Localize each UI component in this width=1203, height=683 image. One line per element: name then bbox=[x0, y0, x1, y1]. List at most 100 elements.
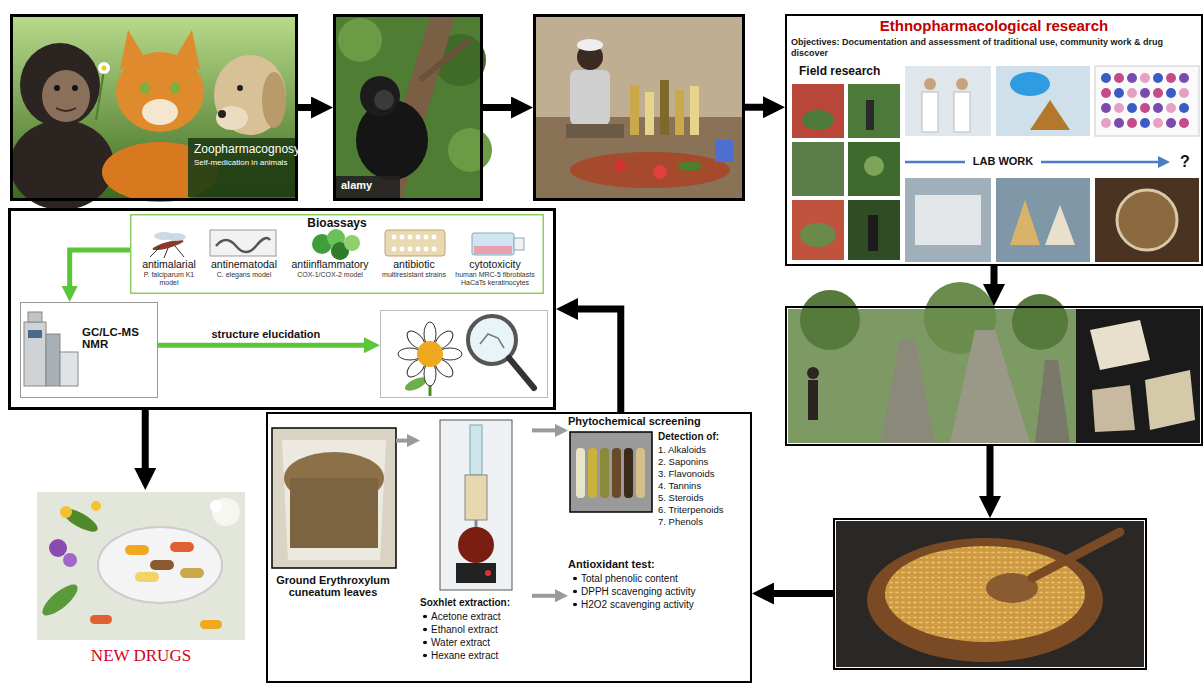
bioassay-icons bbox=[432, 247, 437, 252]
flow-arrow bbox=[760, 590, 833, 597]
flow-arrow bbox=[70, 250, 130, 296]
text-slot: cytotoxicity bbox=[452, 258, 538, 270]
bio-s-text: P. falciparum K1 model bbox=[134, 271, 204, 287]
bioassay-icons bbox=[164, 248, 168, 258]
bioassay-icons bbox=[474, 246, 512, 254]
nd-text: NEW DRUGS bbox=[35, 646, 247, 666]
flow-arrow bbox=[483, 104, 525, 111]
research-photos bbox=[792, 84, 844, 138]
photo-panel: alamy bbox=[333, 14, 483, 201]
research-photos bbox=[1166, 73, 1176, 83]
leaves-powder-picture bbox=[272, 428, 396, 568]
research-photos bbox=[1114, 118, 1124, 128]
drugs-picture bbox=[37, 492, 245, 640]
soxhlet-picture bbox=[470, 425, 482, 475]
bioassay-icons bbox=[514, 238, 524, 250]
text-slot: 1. Alkaloids bbox=[658, 444, 746, 456]
research-panel: Ethnopharmacological researchObjectives:… bbox=[785, 14, 1203, 266]
text-slot: 6. Triterpenoids bbox=[658, 504, 746, 516]
drugs-picture bbox=[38, 580, 82, 621]
flow-arrow bbox=[532, 428, 563, 432]
animals-photo bbox=[54, 85, 60, 91]
grains-photo bbox=[885, 546, 1085, 642]
research-photos bbox=[1010, 200, 1040, 245]
research-photos bbox=[915, 195, 981, 245]
det-text: 1. Alkaloids bbox=[658, 444, 746, 456]
gorilla-photo bbox=[448, 128, 492, 172]
forest-photo bbox=[808, 380, 818, 420]
healer-photo bbox=[660, 80, 669, 135]
research-photos bbox=[996, 66, 1090, 136]
det-text: 2. Saponins bbox=[658, 456, 746, 468]
research-photos bbox=[792, 200, 844, 260]
bio-s-text: C. elegans model bbox=[204, 271, 284, 279]
text-slot: antimalarial bbox=[134, 258, 204, 270]
extraction-frame: Ground Erythroxylum cuneatum leavesSoxhl… bbox=[266, 412, 752, 683]
bioassay-icons bbox=[166, 233, 186, 241]
research-photos bbox=[1127, 103, 1137, 113]
bio-h-text: Bioassays bbox=[130, 216, 544, 230]
bioassay-icons bbox=[432, 235, 437, 240]
photo-panel bbox=[833, 518, 1147, 670]
forest-photo bbox=[880, 340, 935, 443]
research-photos bbox=[1166, 118, 1176, 128]
research-photos bbox=[1114, 103, 1124, 113]
research-photos bbox=[1101, 88, 1111, 98]
flow-arrow bbox=[564, 309, 621, 412]
bioassay-panel: Bioassays antimalarialP. falciparum K1 mo… bbox=[130, 214, 544, 294]
bul-text: H2O2 scavenging activity bbox=[572, 598, 746, 611]
instrument-picture bbox=[28, 330, 42, 338]
text-slot: Detection of: bbox=[658, 431, 746, 442]
animals-photo bbox=[237, 85, 243, 91]
bioassay-icons bbox=[424, 235, 429, 240]
forest-photo bbox=[1145, 370, 1195, 430]
cap-text: Ground Erythroxylum cuneatum leaves bbox=[270, 574, 396, 598]
animals-photo bbox=[140, 82, 150, 94]
research-photos bbox=[956, 78, 968, 90]
drugs-picture bbox=[49, 539, 67, 557]
leaves-powder-picture bbox=[282, 440, 386, 560]
research-photos bbox=[1179, 118, 1189, 128]
text-slot: 5. Steroids bbox=[658, 492, 746, 504]
text-slot: Bioassays bbox=[130, 216, 544, 230]
label-slot: structure elucidation bbox=[210, 328, 323, 340]
bioassay-icons bbox=[424, 247, 429, 252]
research-photos bbox=[924, 78, 936, 90]
ethno-o-text: Objectives: Documentation and assessment… bbox=[791, 37, 1197, 60]
leaves-powder-picture bbox=[290, 478, 378, 548]
research-photos bbox=[1095, 66, 1199, 136]
flow-arrow bbox=[991, 266, 998, 298]
bioassay-icons bbox=[385, 230, 445, 256]
research-photos bbox=[1140, 88, 1150, 98]
bio-s-text: human MRC-5 fibroblasts HaCaTs keratinoc… bbox=[452, 271, 538, 287]
research-photos bbox=[1117, 190, 1177, 250]
soxhlet-picture bbox=[465, 475, 487, 520]
research-photos bbox=[792, 142, 844, 196]
text-slot: C. elegans model bbox=[204, 271, 284, 279]
research-photos bbox=[864, 156, 884, 176]
text-slot: Zoopharmacognosy bbox=[194, 142, 298, 156]
gorilla-photo bbox=[420, 40, 470, 80]
drugs-picture bbox=[170, 542, 194, 552]
instrument-picture bbox=[46, 334, 60, 386]
text-slot: GC/LC-MS NMR bbox=[82, 326, 154, 350]
forest-photo bbox=[950, 330, 1030, 443]
drugs-picture bbox=[90, 615, 112, 624]
instrument-box: GC/LC-MS NMR bbox=[20, 302, 158, 398]
flow-arrow bbox=[142, 410, 149, 482]
metabolomics-box bbox=[380, 310, 548, 398]
healer-photo bbox=[645, 92, 654, 135]
research-photos bbox=[1101, 73, 1189, 128]
text-slot: Total phenolic content bbox=[572, 572, 746, 585]
research-photos bbox=[1127, 73, 1137, 83]
bio-l-text: antiinflammatory bbox=[284, 258, 376, 270]
flower-magnifier-picture bbox=[480, 334, 504, 348]
flower-magnifier-picture bbox=[398, 316, 534, 396]
research-photos bbox=[954, 92, 970, 132]
test-tubes-picture bbox=[570, 432, 652, 512]
text-slot: Ethnopharmacological research bbox=[785, 17, 1203, 34]
research-photos bbox=[1153, 73, 1163, 83]
drugs-picture bbox=[200, 620, 222, 629]
research-photos bbox=[1095, 178, 1199, 262]
drugs-picture bbox=[98, 527, 222, 603]
